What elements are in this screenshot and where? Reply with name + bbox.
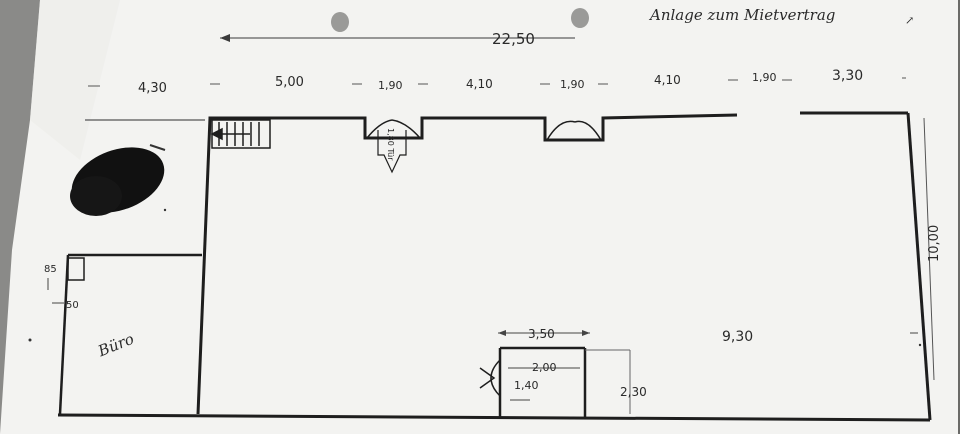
redacted-scribble (70, 144, 166, 216)
dim-140-label: 1,40 (514, 379, 539, 392)
segment-label-2: 5,00 (275, 75, 304, 90)
paper-fold-shade (30, 0, 120, 160)
exterior-walls (57, 111, 932, 422)
segment-label-5: 1,90 (560, 78, 585, 91)
office-dim-50: 50 (66, 300, 79, 311)
stair-symbol (210, 119, 271, 149)
segment-label-1: 4,30 (138, 81, 167, 96)
top-dimension-row: 4,30 5,00 1,90 4,10 1,90 4,10 1,90 3,30 (88, 68, 906, 96)
segment-label-7: 1,90 (752, 71, 777, 84)
header-note: Anlage zum Mietvertrag (648, 6, 835, 24)
total-height-label: 10,00 (927, 225, 942, 262)
entry-door-2 (546, 120, 602, 141)
dim-930-label: 9,30 (722, 329, 753, 345)
entry-door-1: 1,80 Tür (366, 119, 421, 174)
lower-dimensions: 3,50 9,30 2,00 1,40 2,30 (498, 327, 918, 401)
stray-mark-3 (918, 343, 922, 347)
dim-230-label: 2,30 (620, 385, 647, 399)
punch-hole-right (571, 8, 589, 28)
height-dimension: 10,00 (923, 117, 942, 381)
segment-label-6: 4,10 (654, 73, 681, 87)
lower-room (479, 346, 631, 418)
segment-label-8: 3,30 (832, 68, 863, 84)
header-arrow-mark: ↗ (905, 14, 914, 27)
door-width-label: 1,80 Tür (386, 128, 395, 161)
total-width-label: 22,50 (492, 30, 535, 48)
stray-mark-2 (163, 208, 167, 212)
segment-label-4: 4,10 (466, 77, 493, 91)
dim-350-label: 3,50 (528, 327, 555, 341)
office-dim-85: 85 (44, 264, 57, 275)
segment-label-3: 1,90 (378, 79, 403, 92)
dim-200-label: 2,00 (532, 361, 557, 374)
punch-hole-left (331, 12, 349, 32)
overall-width-dimension: 22,50 (220, 30, 575, 48)
stray-mark (28, 338, 32, 342)
office-room (58, 253, 202, 415)
